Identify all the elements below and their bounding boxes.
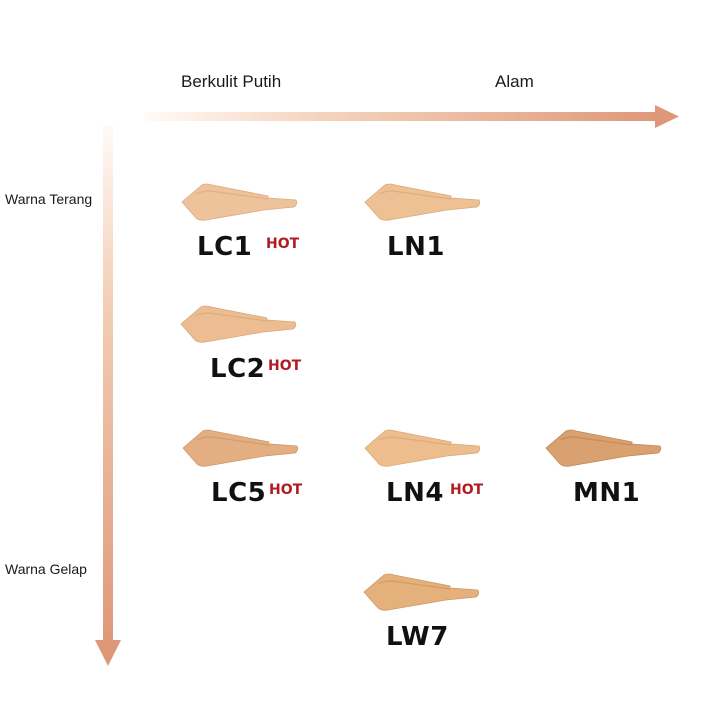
shade-code-ln4: LN4 bbox=[386, 478, 444, 508]
shade-code-lc1: LC1 bbox=[197, 232, 253, 262]
hot-badge: HOT bbox=[450, 482, 484, 498]
shade-code-lc5: LC5 bbox=[211, 478, 267, 508]
x-axis-end-label: Alam bbox=[495, 72, 534, 91]
shade-swatch-lc1 bbox=[180, 180, 300, 230]
shade-swatch-ln1 bbox=[363, 180, 483, 230]
hot-badge: HOT bbox=[268, 358, 302, 374]
y-axis-end-label: Warna Gelap bbox=[5, 561, 87, 577]
vertical-axis-arrow bbox=[95, 125, 121, 666]
shade-code-lw7: LW7 bbox=[386, 622, 449, 652]
horizontal-axis-arrow bbox=[145, 105, 679, 128]
x-axis-start-label: Berkulit Putih bbox=[181, 72, 282, 91]
shade-code-mn1: MN1 bbox=[573, 478, 641, 508]
hot-badge: HOT bbox=[266, 236, 300, 252]
y-axis-start-label: Warna Terang bbox=[5, 191, 93, 207]
shade-swatch-lc5 bbox=[181, 426, 301, 476]
shade-swatch-lc2 bbox=[179, 302, 299, 352]
hot-badge: HOT bbox=[269, 482, 303, 498]
shade-swatch-mn1 bbox=[544, 426, 664, 476]
shade-swatch-ln4 bbox=[363, 426, 483, 476]
shade-code-lc2: LC2 bbox=[210, 354, 266, 384]
shade-code-ln1: LN1 bbox=[387, 232, 445, 262]
shade-swatch-lw7 bbox=[362, 570, 482, 620]
